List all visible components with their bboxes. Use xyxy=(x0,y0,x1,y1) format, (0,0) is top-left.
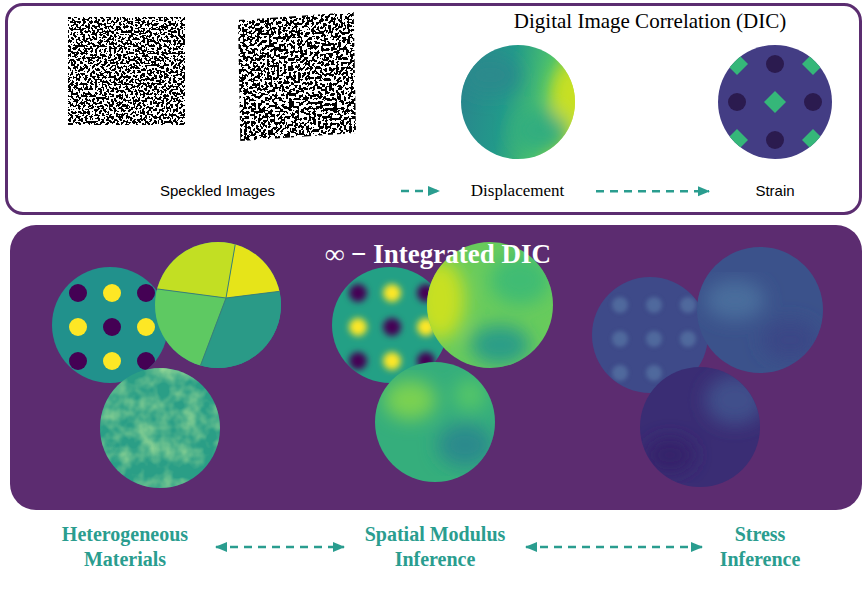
speckle-image xyxy=(68,17,185,125)
displacement-circle: Displacement xyxy=(445,35,590,206)
displacement-field xyxy=(455,40,588,170)
dashed-arrow xyxy=(526,546,702,549)
dashed-arrow xyxy=(596,190,709,193)
topic-label: Heterogeneous Materials xyxy=(40,522,210,576)
heterogeneous-circle xyxy=(50,265,170,385)
dashed-arrow xyxy=(216,546,344,549)
strain-field xyxy=(715,42,835,162)
topic-text: Heterogeneous Materials xyxy=(40,522,210,572)
topic-text: Stress Inference xyxy=(708,522,812,572)
speckle-group: Speckled Images xyxy=(40,10,395,206)
stress-circle xyxy=(638,365,765,489)
modulus-circle xyxy=(373,360,497,484)
topic-text: Spatial Modulus Inference xyxy=(350,522,520,572)
heterogeneous-circle xyxy=(98,366,222,490)
strain-circle: Strain xyxy=(715,35,835,206)
integrated-band: ∞ − Integrated DIC xyxy=(10,225,862,510)
field-caption: Strain xyxy=(715,182,835,200)
stress-circle xyxy=(695,245,825,375)
deformed-speckle-image xyxy=(238,12,355,141)
topic-label: Stress Inference xyxy=(708,522,812,576)
panel-title: Digital Image Correlation (DIC) xyxy=(480,9,820,34)
dashed-arrow xyxy=(401,190,439,193)
image-caption: Speckled Images xyxy=(40,182,395,200)
topic-label: Spatial Modulus Inference xyxy=(350,522,520,576)
field-caption: Displacement xyxy=(445,181,590,201)
band-background xyxy=(10,225,862,510)
dic-panel: Digital Image Correlation (DIC) Speckled … xyxy=(5,3,862,215)
band-title: ∞ − Integrated DIC xyxy=(218,238,658,270)
heterogeneous-circle xyxy=(150,240,290,372)
